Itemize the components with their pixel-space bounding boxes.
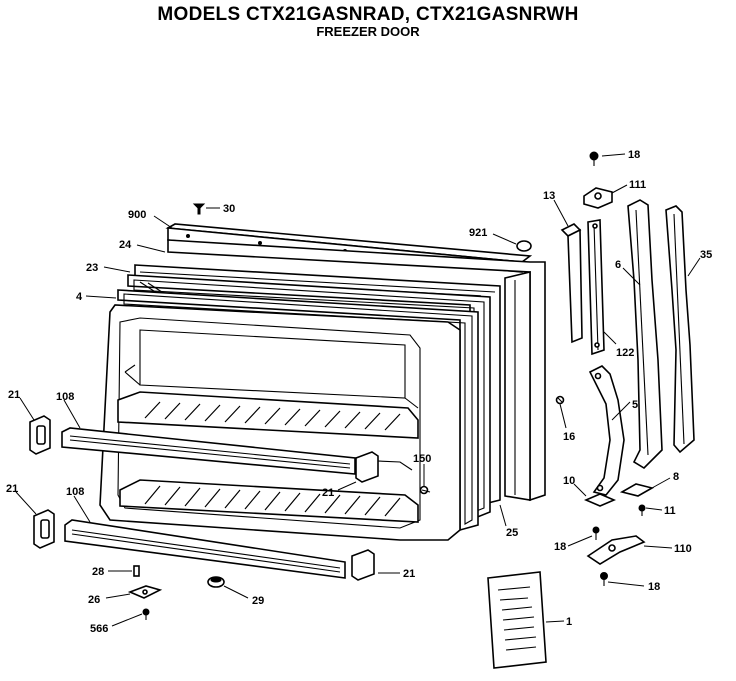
side-strip [665, 205, 695, 454]
handle-bracket [587, 219, 605, 356]
callout-5: 5 [632, 399, 638, 411]
callout-29: 29 [252, 595, 264, 607]
screw [592, 526, 600, 540]
callout-4: 4 [76, 291, 83, 303]
diagram-subtitle: FREEZER DOOR [316, 24, 420, 39]
callout-25: 25 [506, 527, 518, 539]
callout-900: 900 [128, 209, 146, 221]
handle-spacer [583, 493, 617, 507]
shelf-end-cap [351, 549, 375, 581]
callout-30: 30 [223, 203, 235, 215]
shelf-end-cap [29, 415, 51, 455]
callout-21: 21 [8, 389, 20, 401]
callout-11: 11 [664, 505, 676, 517]
callout-10: 10 [563, 475, 575, 487]
callout-108: 108 [66, 486, 84, 498]
upper-shelf-grille [117, 391, 419, 439]
callout-28: 28 [92, 566, 104, 578]
instruction-booklet [487, 571, 547, 669]
handle-trim-strip [567, 228, 583, 344]
callout-111: 111 [629, 179, 646, 191]
callout-122: 122 [616, 347, 634, 359]
diagram-title: MODELS CTX21GASNRAD, CTX21GASNRWH [157, 4, 579, 25]
callout-13: 13 [543, 190, 555, 202]
hinge-bracket [619, 483, 655, 497]
door-bumper [207, 576, 225, 588]
leader-lines [15, 153, 701, 627]
screw [555, 395, 565, 405]
callout-8: 8 [673, 471, 679, 483]
callout-150: 150 [413, 453, 431, 465]
callout-6: 6 [615, 259, 621, 271]
callout-566: 566 [90, 623, 108, 635]
callout-21: 21 [322, 487, 334, 499]
outer-door-panel [167, 239, 546, 502]
screw [638, 504, 646, 516]
screw [142, 608, 150, 620]
callout-16: 16 [563, 431, 575, 443]
screw [419, 485, 431, 495]
door-handle [588, 365, 625, 496]
callout-35: 35 [700, 249, 712, 261]
side-trim [627, 199, 663, 470]
bracket-plate [127, 585, 163, 599]
callout-24: 24 [119, 239, 132, 251]
callout-26: 26 [88, 594, 100, 606]
top-hinge [583, 187, 613, 209]
callout-23: 23 [86, 262, 98, 274]
callout-labels: 18 111 13 6 35 30 900 921 24 23 4 122 5 … [6, 149, 712, 635]
callout-110: 110 [674, 543, 692, 555]
door-plug [516, 240, 532, 252]
lower-shelf-rail [64, 519, 346, 579]
callout-21: 21 [6, 483, 18, 495]
callout-18: 18 [554, 541, 566, 553]
callout-21: 21 [403, 568, 415, 580]
screw [600, 572, 608, 586]
upper-shelf-rail [61, 427, 356, 475]
pivot-pin [133, 565, 140, 577]
screw [192, 203, 206, 215]
shelf-end-cap [355, 451, 379, 483]
screw [589, 151, 599, 166]
callout-108: 108 [56, 391, 74, 403]
callout-921: 921 [469, 227, 487, 239]
callout-1: 1 [566, 616, 572, 628]
bottom-hinge [586, 535, 646, 565]
callout-18: 18 [648, 581, 660, 593]
shelf-end-cap [33, 509, 55, 549]
callout-18: 18 [628, 149, 640, 161]
